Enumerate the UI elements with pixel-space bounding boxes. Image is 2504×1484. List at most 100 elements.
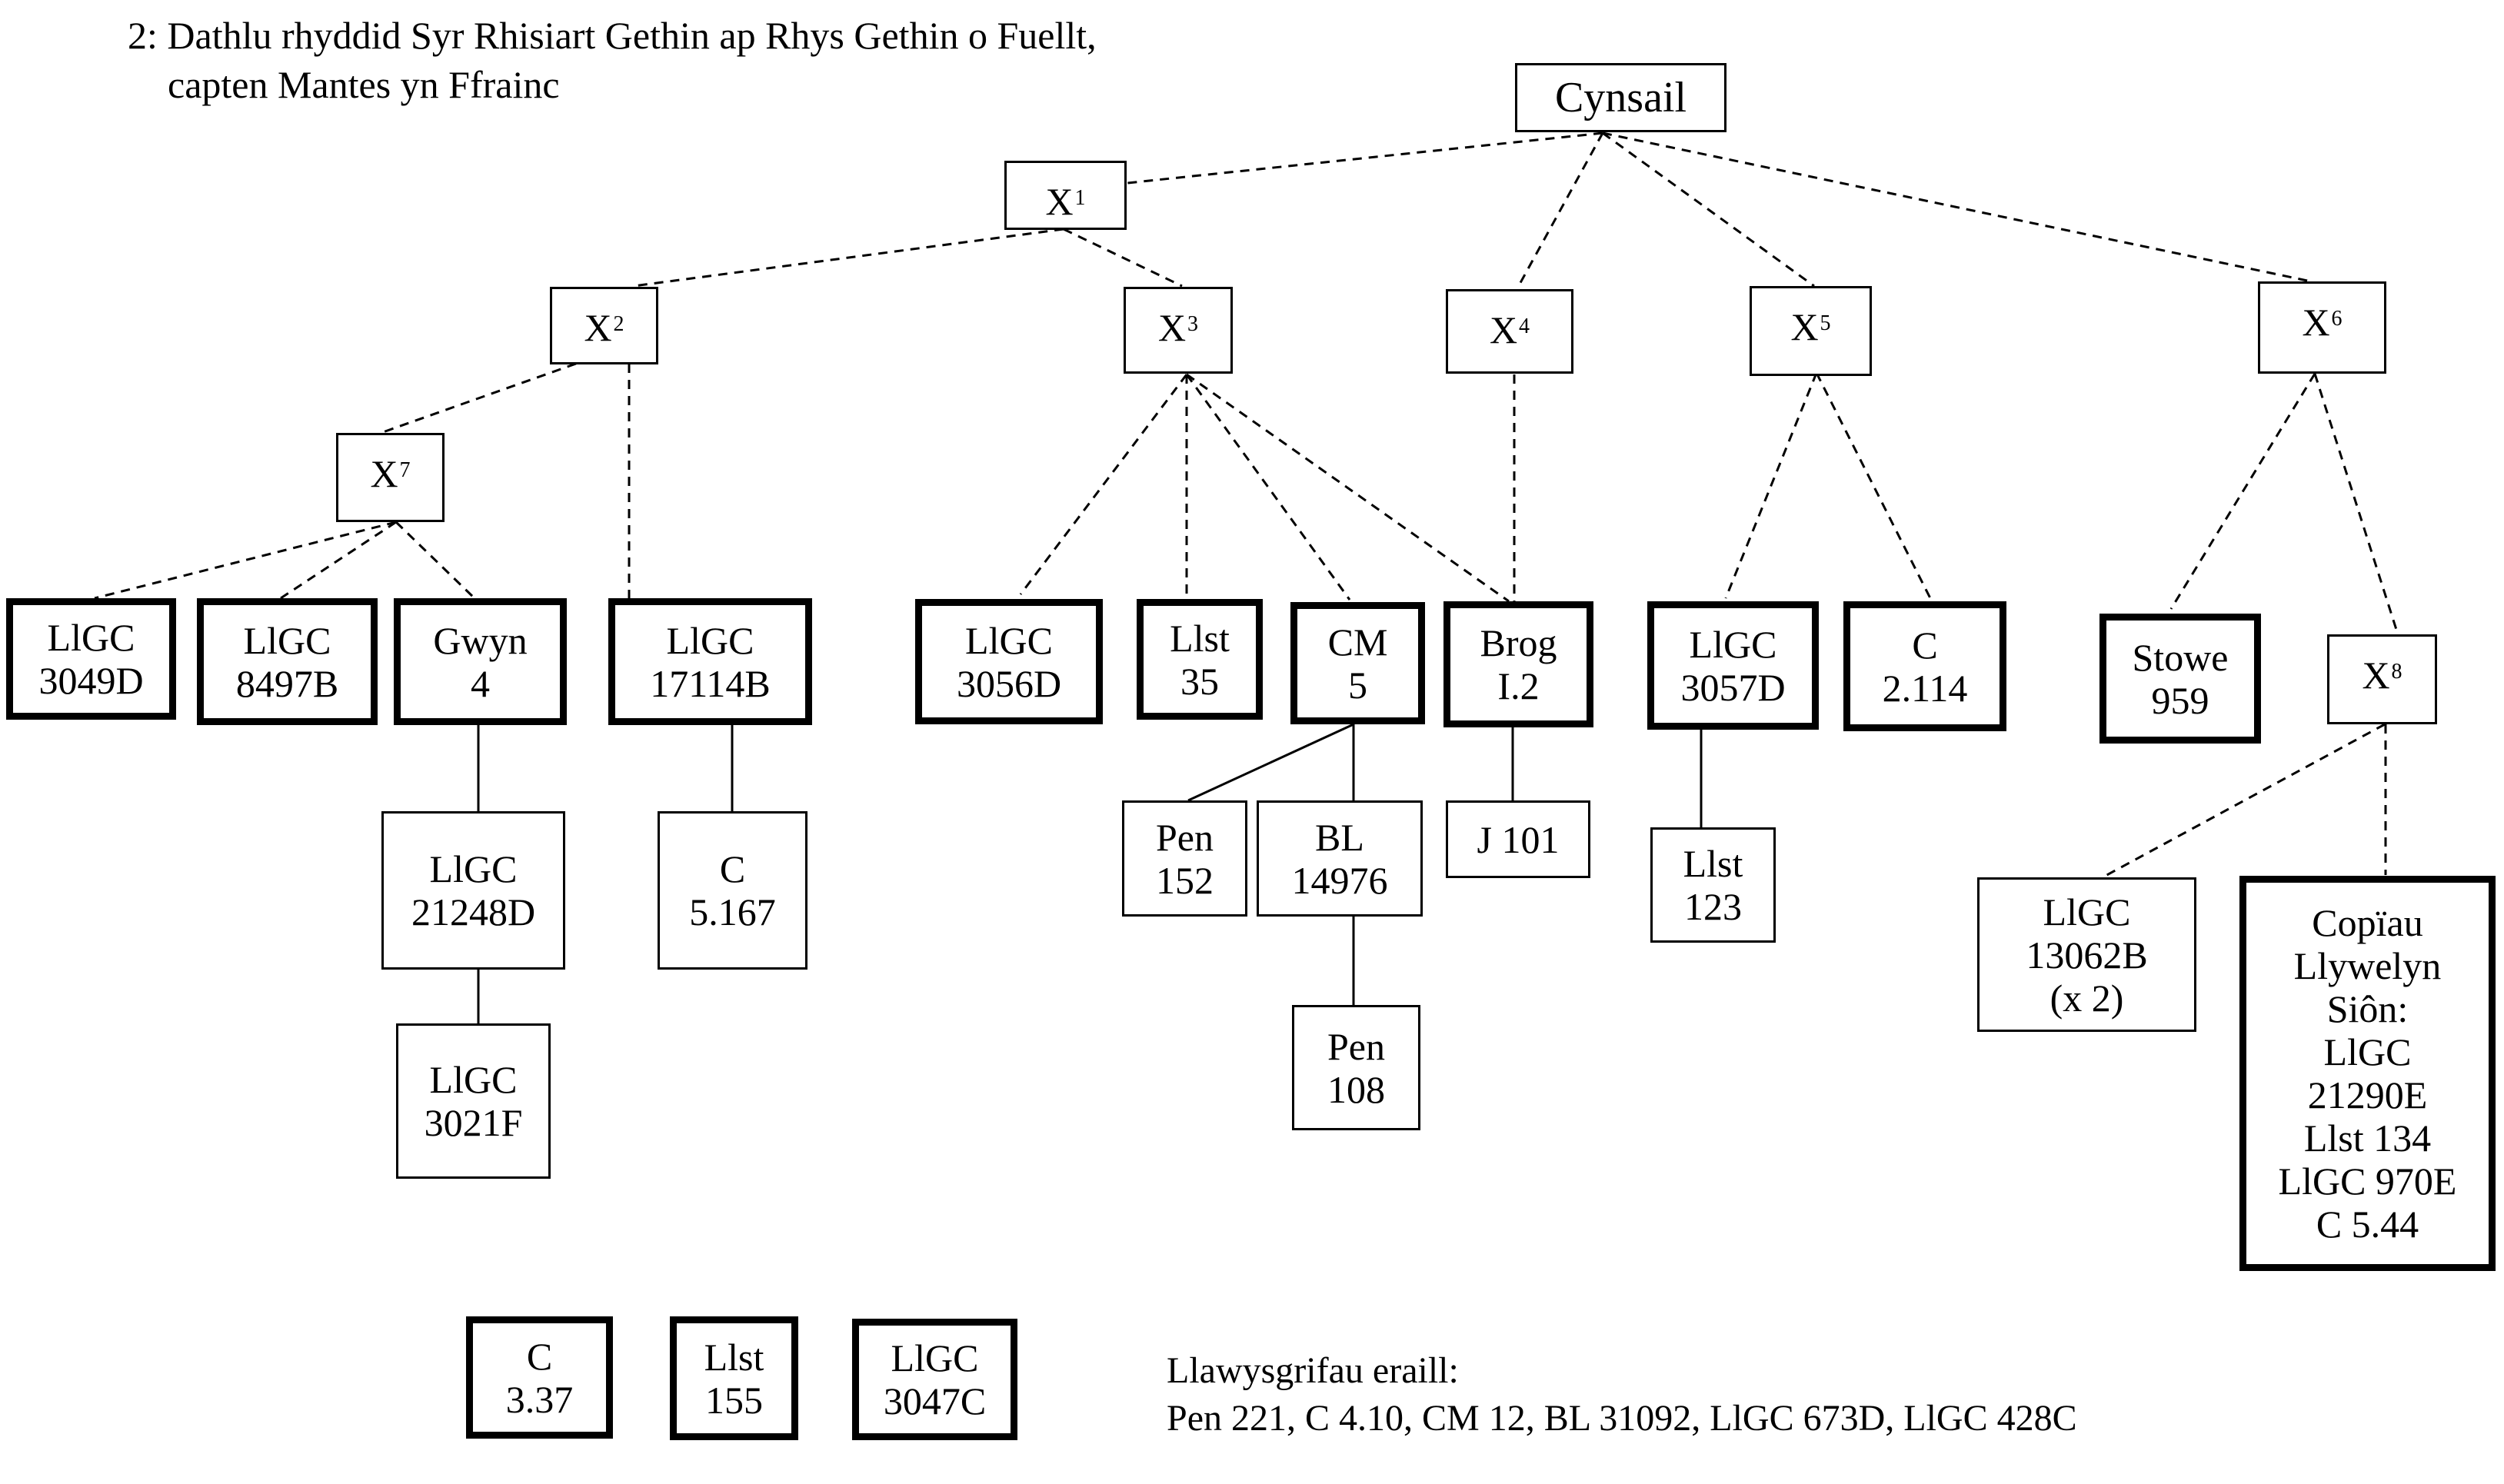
node-label-line: 3047C: [883, 1379, 987, 1422]
title-line-1: 2: Dathlu rhyddid Syr Rhisiart Gethin ap…: [128, 14, 1097, 57]
node-label-superscript: 2: [613, 312, 624, 336]
node-label-superscript: 3: [1187, 312, 1199, 336]
node-label-line: LlGC 970E: [2278, 1160, 2457, 1203]
node-label-line: LlGC: [2323, 1030, 2412, 1073]
node-label: X7: [370, 452, 410, 495]
node-label-line: Copïau: [2312, 901, 2423, 944]
node-x2: X2: [550, 287, 658, 364]
edge-x6-to-x8: [2313, 373, 2399, 635]
node-label-superscript: 5: [1820, 311, 1831, 335]
edge-x3-to-cm5: [1185, 374, 1351, 601]
node-label-line: Gwyn: [433, 618, 528, 662]
node-label-line: 5: [1348, 663, 1367, 707]
node-label-line: Stowe: [2132, 635, 2229, 679]
node-label-superscript: 7: [399, 458, 411, 482]
edge-x7-to-gwyn4: [395, 521, 476, 600]
node-label-line: LlGC: [1689, 622, 1777, 666]
node-x3: X3: [1124, 287, 1233, 374]
node-label-line: 8497B: [235, 661, 339, 705]
node-label-line: 17114B: [650, 661, 771, 705]
node-x1: X1: [1004, 161, 1127, 230]
node-label-line: Pen: [1156, 815, 1214, 859]
node-label: X6: [2302, 301, 2342, 344]
node-label-line: 4: [471, 661, 490, 705]
node-label-line: 13062B: [2026, 933, 2148, 977]
edge-cynsail-to-x1: [1127, 131, 1603, 185]
other-manuscripts-list: Pen 221, C 4.10, CM 12, BL 31092, LlGC 6…: [1167, 1398, 2077, 1439]
node-label-line: Llst 134: [2303, 1116, 2432, 1160]
node-label-line: 5.167: [689, 890, 776, 933]
node-label-line: Llst: [704, 1335, 764, 1379]
node-x6: X6: [2258, 281, 2386, 374]
node-label-line: 21290E: [2307, 1073, 2428, 1116]
node-label-line: 35: [1180, 659, 1219, 703]
edge-cynsail-to-x4: [1516, 132, 1604, 289]
node-j101: J 101: [1446, 800, 1590, 878]
other-manuscripts: Llawysgrifau eraill: Pen 221, C 4.10, CM…: [1167, 1347, 2077, 1442]
node-label-line: 3057D: [1680, 665, 1786, 709]
node-label-line: LlGC: [965, 618, 1053, 662]
node-x4: X4: [1446, 289, 1573, 374]
node-label-line: C: [526, 1334, 553, 1378]
node-label-line: 152: [1156, 858, 1214, 902]
edge-x3-to-brog12: [1186, 373, 1510, 603]
node-label-line: 959: [2151, 678, 2209, 722]
edge-cynsail-to-x5: [1602, 131, 1815, 288]
edge-x7-to-llgc3049d: [94, 521, 397, 600]
node-label-line: LlGC: [666, 618, 754, 662]
node-label-line: LlGC: [47, 616, 135, 659]
node-label-base: X: [1045, 180, 1074, 223]
other-manuscripts-heading: Llawysgrifau eraill:: [1167, 1350, 1459, 1391]
edge-x5-to-c2114: [1815, 372, 1933, 602]
edge-x2-to-x7: [382, 362, 577, 434]
node-label-line: 155: [705, 1378, 763, 1422]
node-label-superscript: 1: [1074, 186, 1086, 210]
edge-cynsail-to-x6: [1602, 131, 2312, 283]
node-label: X2: [584, 306, 624, 349]
node-label-base: X: [584, 306, 612, 349]
node-x8: X8: [2327, 634, 2437, 724]
node-label-line: LlGC: [243, 618, 331, 662]
node-label-line: LlGC: [891, 1336, 979, 1379]
edge-x6-to-stowe959: [2169, 373, 2316, 610]
node-label-line: BL: [1315, 815, 1364, 859]
node-label: X1: [1045, 180, 1085, 223]
node-label-line: J 101: [1477, 817, 1560, 861]
node-label-line: C: [1912, 623, 1938, 667]
node-label: X4: [1490, 308, 1530, 351]
node-label-line: 3049D: [38, 659, 144, 702]
edge-x8-to-llgc13062b: [2102, 723, 2386, 879]
node-label: X8: [2362, 654, 2402, 697]
node-label-line: I.2: [1497, 664, 1540, 707]
node-label-base: X: [370, 452, 398, 495]
edge-x5-to-llgc3057d: [1724, 372, 1818, 599]
node-label-line: Cynsail: [1554, 74, 1687, 121]
node-x5: X5: [1750, 286, 1872, 376]
node-x7: X7: [336, 433, 445, 522]
node-label-line: 14976: [1291, 858, 1388, 902]
node-label-line: (x 2): [2049, 976, 2124, 1020]
node-label-line: C 5.44: [2316, 1203, 2419, 1246]
node-label-superscript: 8: [2391, 660, 2402, 684]
node-label-line: Llst: [1170, 616, 1230, 660]
node-label-line: 21248D: [411, 890, 536, 933]
title-line-2: capten Mantes yn Ffrainc: [168, 63, 560, 106]
edge-x1-to-x2: [633, 228, 1064, 288]
node-label-line: LlGC: [429, 1058, 518, 1101]
edge-x3-to-llgc3056d: [1019, 374, 1188, 595]
node-label-base: X: [1157, 306, 1187, 349]
